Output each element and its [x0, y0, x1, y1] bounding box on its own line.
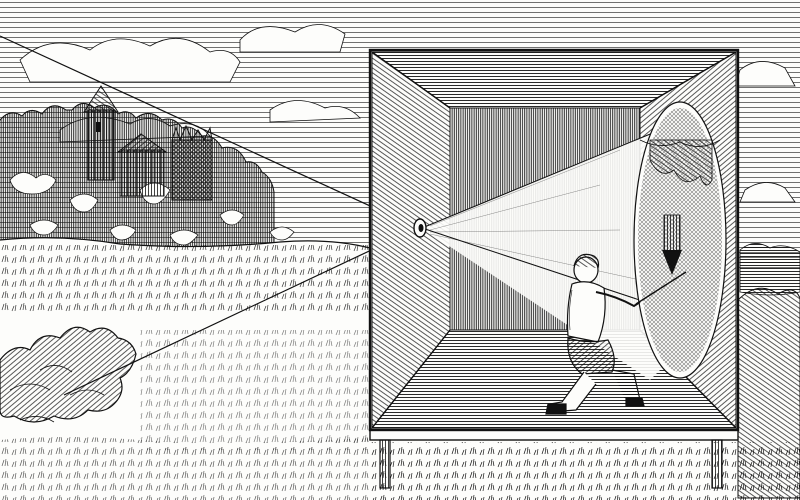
- light-ray: [0, 35, 419, 396]
- projected-inverted-image: [633, 101, 727, 379]
- castle-tower: [83, 85, 213, 201]
- foreground-bush: [0, 326, 370, 500]
- kneeling-artist: [545, 253, 687, 415]
- grass-under-box: [370, 243, 800, 500]
- pinhole: [413, 218, 427, 238]
- meadow: [0, 237, 371, 500]
